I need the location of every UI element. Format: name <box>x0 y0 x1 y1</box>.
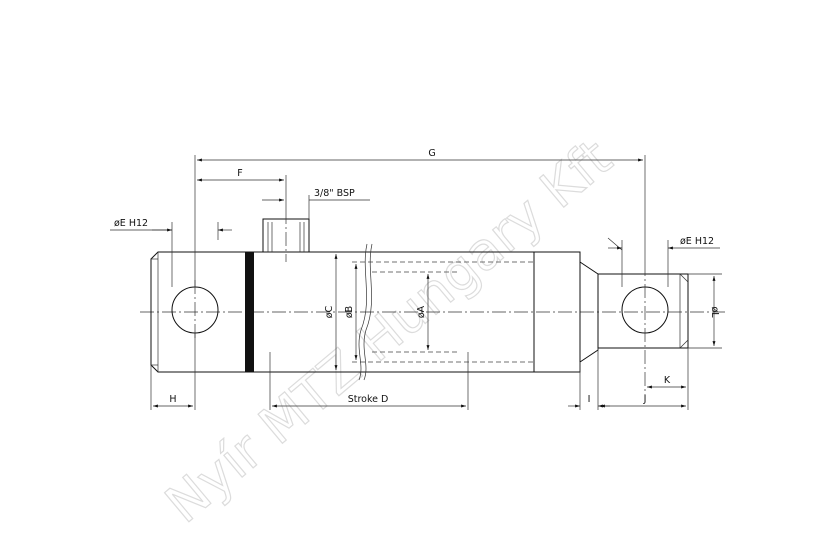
dim-f-label: F <box>237 168 242 179</box>
dim-a-label: øA <box>416 305 427 318</box>
body-band <box>245 252 254 372</box>
port-size-label: 3/8" BSP <box>314 188 355 199</box>
dim-left-pin <box>110 222 232 287</box>
dim-i-label: I <box>588 394 591 405</box>
dim-right-pin <box>607 237 720 287</box>
rod-end <box>579 261 689 363</box>
dim-j-label: J <box>643 394 647 405</box>
dim-k-label: K <box>664 375 671 386</box>
dim-g-label: G <box>428 148 435 159</box>
dim-l-label: øL <box>709 306 720 318</box>
extension-lines <box>150 155 722 410</box>
dim-right-pin-label: øE H12 <box>680 236 714 247</box>
port-boss <box>262 210 310 262</box>
dim-left-pin-label: øE H12 <box>114 218 148 229</box>
dim-b-label: øB <box>344 306 355 318</box>
inner-bore-hidden <box>352 243 534 381</box>
dim-h-label: H <box>169 394 176 405</box>
watermark: Nyír MTZ Hungary Kft <box>155 128 624 535</box>
cylinder-body <box>150 251 581 373</box>
dim-stroke-label: Stroke D <box>348 394 389 405</box>
dim-c-label: øC <box>324 305 335 318</box>
